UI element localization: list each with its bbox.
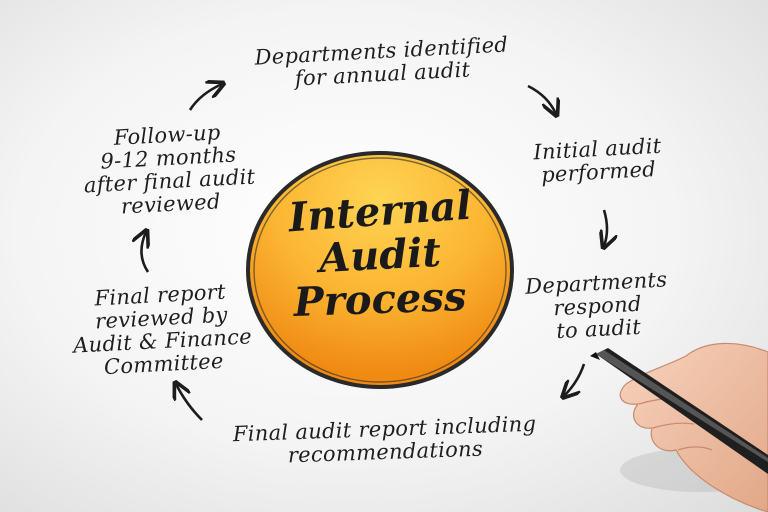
step-final-report-reviewed: Final report reviewed by Audit & Finance… [60, 279, 265, 381]
curved-arrow-icon [176, 384, 203, 421]
hand-with-marker-icon [590, 342, 768, 512]
curved-arrow-icon [564, 363, 586, 396]
step-follow-up: Follow-up 9-12 months after final audit … [62, 119, 277, 222]
center-circle [246, 151, 514, 389]
step-initial-audit: Initial audit performed [507, 133, 689, 188]
curved-arrow-icon [188, 84, 222, 111]
curved-arrow-icon [141, 232, 148, 273]
center-title-line: Process [292, 273, 468, 326]
curved-arrow-icon [527, 84, 556, 114]
step-departments-respond: Departments respond to audit [508, 267, 686, 345]
center-title: Internal Audit Process [250, 182, 510, 326]
curved-arrow-icon [604, 209, 607, 246]
